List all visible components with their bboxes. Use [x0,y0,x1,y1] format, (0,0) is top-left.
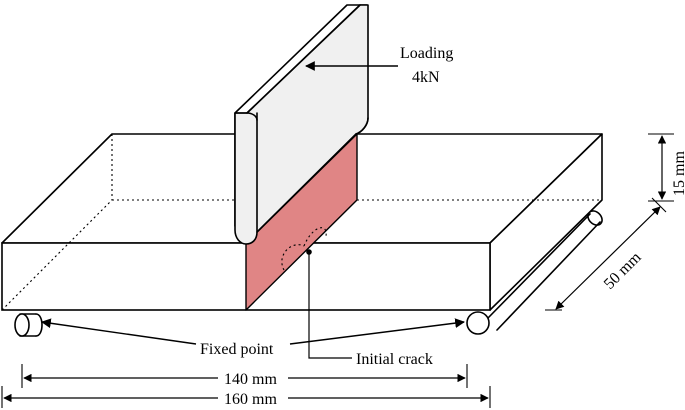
dimension-160-label: 160 mm [224,391,277,408]
dimension-140 [21,364,468,388]
dimension-160 [1,386,491,408]
right-roller [466,311,490,335]
dimension-50-label: 50 mm [601,249,645,293]
fixed-point-label: Fixed point [200,341,274,358]
initial-crack-label: Initial crack [356,351,433,368]
left-roller [14,313,43,337]
loading-value: 4kN [412,69,440,86]
dimension-15 [648,133,674,202]
initial-crack-leader [308,252,352,359]
fixed-point-leader-left [41,318,197,345]
dimension-15-label: 15 mm [671,151,685,196]
loading-title: Loading [400,45,453,62]
fixed-point-leader-right [289,318,465,345]
dimension-50 [545,197,667,311]
loading-plate [234,4,369,245]
dimension-140-label: 140 mm [224,371,277,388]
